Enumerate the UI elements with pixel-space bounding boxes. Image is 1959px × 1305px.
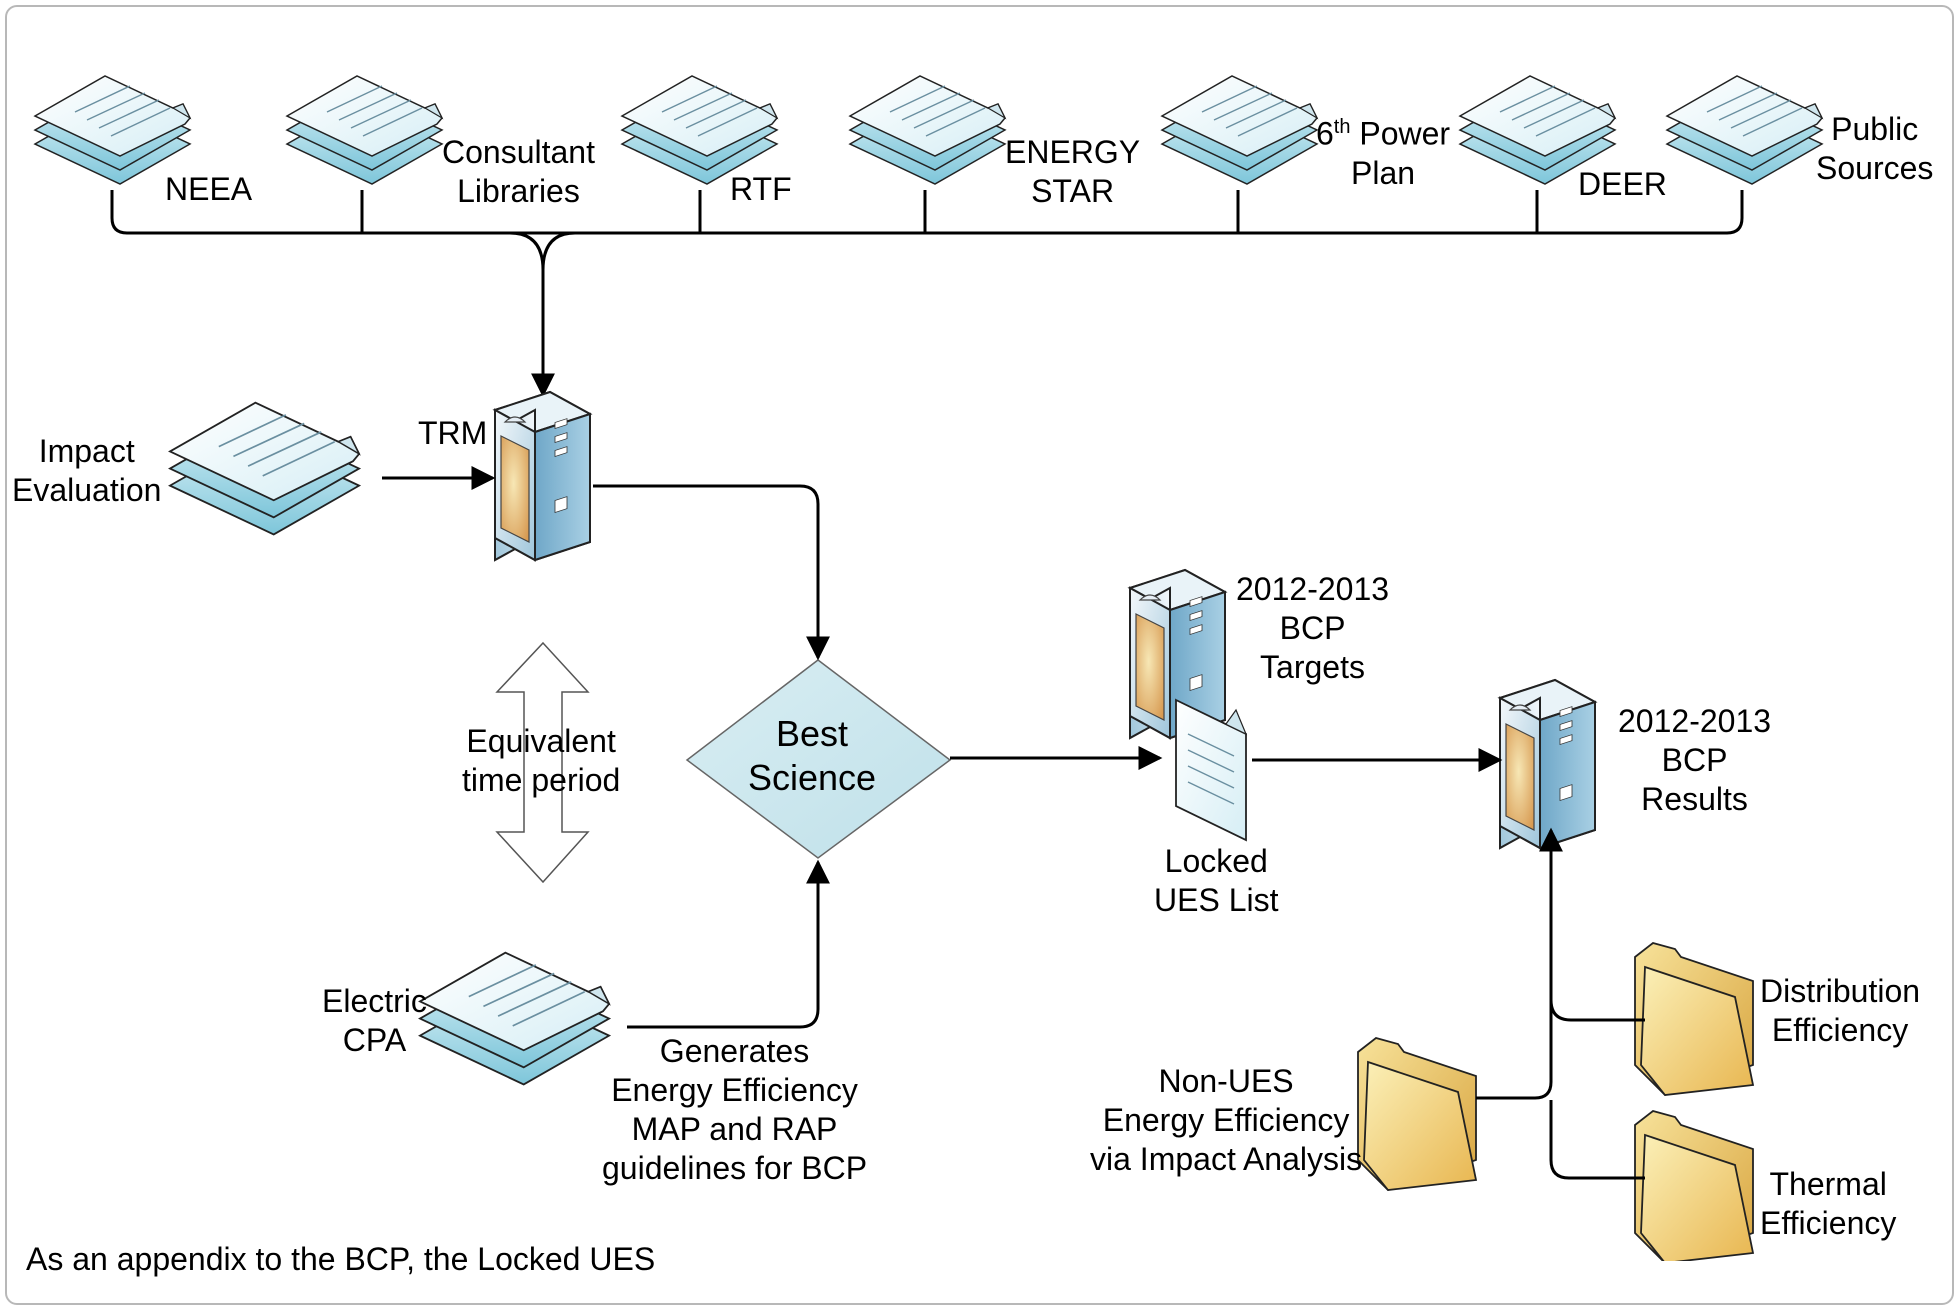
energy-star-label: ENERGY STAR <box>1005 134 1141 209</box>
rtf-document-stack <box>621 75 778 185</box>
energy-star-document-stack <box>849 75 1006 185</box>
flow-connectors <box>382 466 1645 1180</box>
bcp-results-server <box>1499 679 1596 849</box>
consultant-libraries-document-stack <box>286 75 443 185</box>
sixth-power-plan-label: 6th Power Plan <box>1316 108 1450 193</box>
flow-diagram <box>34 75 1823 1261</box>
equivalent-double-arrow <box>495 641 590 884</box>
electric-cpa-label: Electric CPA <box>322 983 427 1058</box>
thermal-efficiency-label: Thermal Efficiency <box>1760 1166 1897 1241</box>
electric-cpa-document-stack <box>419 951 611 1086</box>
consultant-libraries-label: Consultant Libraries <box>442 134 595 209</box>
impact-evaluation-label: Impact Evaluation <box>12 433 162 508</box>
equivalent-time-period-label: Equivalent time period <box>462 723 621 798</box>
generates-guidelines-label: Generates Energy Efficiency MAP and RAP … <box>602 1033 868 1186</box>
trm-label: TRM <box>418 415 488 451</box>
rtf-label: RTF <box>730 171 792 207</box>
sixth-power-plan-line2: Plan <box>1351 154 1416 191</box>
locked-ues-list-label: Locked UES List <box>1154 843 1279 918</box>
source-connectors <box>110 190 1744 398</box>
bcp-results-label: 2012-2013 BCP Results <box>1618 703 1772 817</box>
non-ues-folder <box>1357 1037 1477 1191</box>
trm-server <box>494 391 591 561</box>
sixth-power-plan-rest: Power <box>1350 115 1451 152</box>
sixth-power-plan-superscript: th <box>1333 116 1351 138</box>
thermal-efficiency-folder <box>1634 1110 1754 1261</box>
distribution-efficiency-label: Distribution Efficiency <box>1760 973 1921 1048</box>
locked-ues-document <box>1175 699 1247 841</box>
best-science-label: Best Science <box>748 713 877 798</box>
neea-label: NEEA <box>165 171 253 207</box>
non-ues-label: Non-UES Energy Efficiency via Impact Ana… <box>1090 1063 1363 1177</box>
public-sources-document-stack <box>1666 75 1823 185</box>
neea-document-stack <box>34 75 191 185</box>
bcp-targets-label: 2012-2013 BCP Targets <box>1236 571 1390 685</box>
sixth-power-plan-prefix: 6 <box>1316 115 1334 152</box>
impact-evaluation-document-stack <box>169 401 361 536</box>
deer-label: DEER <box>1578 166 1667 202</box>
sixth-power-plan-document-stack <box>1161 75 1318 185</box>
best-science-diamond <box>685 659 952 859</box>
footnote-text: As an appendix to the BCP, the Locked UE… <box>26 1241 656 1277</box>
distribution-efficiency-folder <box>1634 942 1754 1096</box>
public-sources-label: Public Sources <box>1816 111 1934 186</box>
